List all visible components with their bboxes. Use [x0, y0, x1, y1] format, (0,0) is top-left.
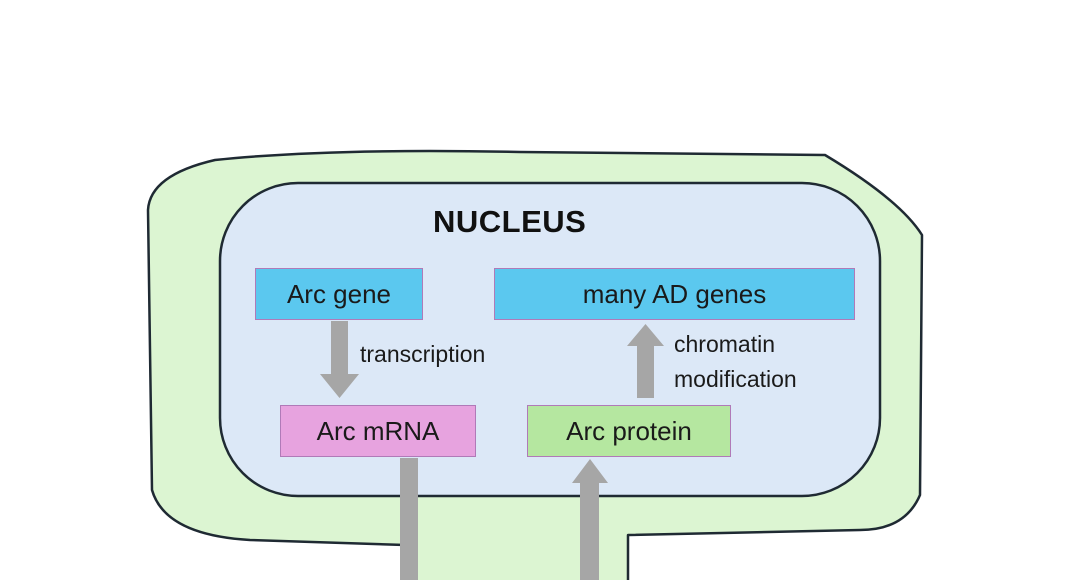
- mrna-export-arrow: [400, 458, 418, 580]
- chromatin-modification-arrow: [627, 324, 664, 398]
- arc-gene-box: Arc gene: [255, 268, 423, 320]
- chromatin-label: chromatin: [674, 331, 775, 357]
- arc-mrna-box: Arc mRNA: [280, 405, 476, 457]
- protein-import-arrow: [572, 459, 608, 580]
- nucleus-title: NUCLEUS: [433, 204, 587, 239]
- modification-label: modification: [674, 366, 797, 392]
- arc-protein-box: Arc protein: [527, 405, 731, 457]
- transcription-label: transcription: [360, 341, 486, 367]
- transcription-arrow: [320, 321, 359, 398]
- many-ad-genes-box: many AD genes: [494, 268, 855, 320]
